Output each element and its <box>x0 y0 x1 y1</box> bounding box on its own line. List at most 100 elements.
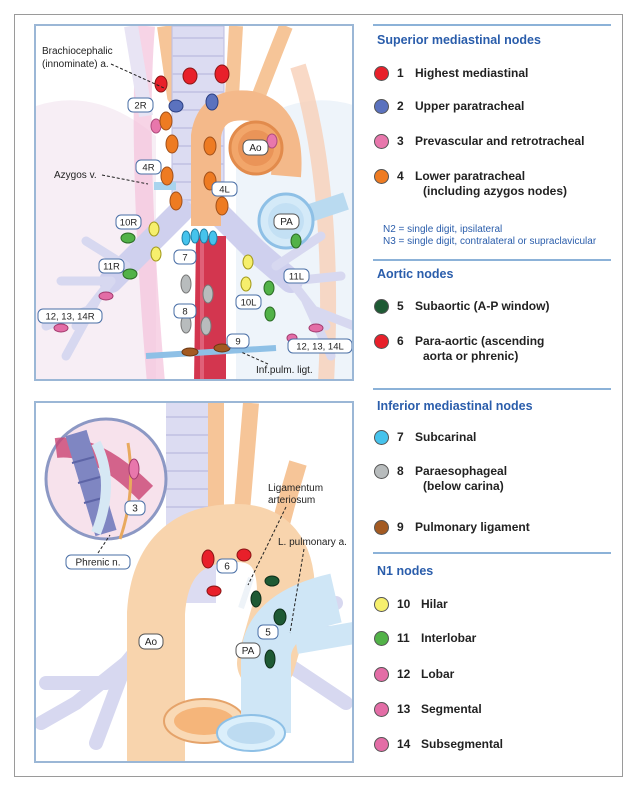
station-label-12-14r: 12, 13, 14R <box>45 312 94 323</box>
legend-label-line2: aorta or phrenic) <box>423 349 519 363</box>
station-label-3: 3 <box>132 504 138 515</box>
node-4-e <box>203 136 217 156</box>
node-4-d <box>169 191 183 211</box>
divider <box>373 388 611 390</box>
node-7-c <box>199 228 209 244</box>
leader-lines <box>101 63 269 365</box>
node-1-left <box>214 64 230 84</box>
legend-num: 8 <box>397 464 404 478</box>
node-11l-c <box>264 306 276 322</box>
legend-swatch <box>374 667 389 682</box>
node-12l <box>308 323 324 333</box>
mediastinal-anatomy-illustration: 2R 4R 4L 10R 10L 11R 11L 7 8 9 12, 13, 1… <box>36 26 352 379</box>
legend-num: 1 <box>397 66 404 80</box>
legend-num: 10 <box>397 597 411 611</box>
station-label-2r: 2R <box>134 101 146 112</box>
node-10l-b <box>240 276 252 292</box>
station-label-12-14l: 12, 13, 14L <box>296 342 344 353</box>
n2-note: N2 = single digit, ipsilateral <box>383 224 503 235</box>
aorta-label: Ao <box>145 637 158 648</box>
node-5-a <box>264 575 280 587</box>
node-3-prevascular <box>128 458 140 480</box>
station-label-10r: 10R <box>120 218 138 229</box>
station-label-11l: 11L <box>289 272 304 283</box>
legend-label: Prevascular and retrotracheal <box>415 134 585 148</box>
legend-num: 3 <box>397 134 404 148</box>
node-2l <box>205 93 219 111</box>
node-4-g <box>215 196 229 216</box>
divider <box>373 552 611 554</box>
legend-swatch <box>374 737 389 752</box>
station-label-11r: 11R <box>103 262 120 273</box>
node-11r-a <box>120 232 136 244</box>
left-main-bronchus <box>204 199 303 293</box>
node-4-c <box>160 166 174 186</box>
legend-label: Hilar <box>421 597 448 611</box>
legend-label: Interlobar <box>421 631 477 645</box>
node-7-a <box>181 230 191 246</box>
leader-lines <box>97 506 305 634</box>
aortic-section-title: Aortic nodes <box>377 267 454 281</box>
legend-swatch <box>374 464 389 479</box>
node-8-a <box>180 274 192 294</box>
legend-label: Paraesophageal <box>415 464 508 478</box>
station-1-nodes <box>154 64 230 93</box>
n3-note: N3 = single digit, contralateral or supr… <box>383 236 597 247</box>
node-11l-a <box>290 233 302 249</box>
station-10-nodes <box>148 221 254 292</box>
station-label-9: 9 <box>235 337 240 348</box>
pa-label: PA <box>242 646 255 657</box>
node-5-c <box>273 608 287 626</box>
node-5-b <box>250 590 262 608</box>
node-10r-a <box>148 221 160 237</box>
aortic-arch <box>191 90 302 226</box>
node-1-right <box>154 75 168 93</box>
node-11r-b <box>122 268 138 280</box>
node-12r <box>98 291 114 301</box>
legend-swatch <box>374 299 389 314</box>
node-4-b <box>165 134 179 154</box>
station-5-nodes <box>250 575 287 669</box>
station-label-10l: 10L <box>241 298 257 309</box>
node-6-c <box>206 585 222 597</box>
legend-label: Subcarinal <box>415 430 477 444</box>
n1-section-title: N1 nodes <box>377 564 434 578</box>
legend-swatch <box>374 597 389 612</box>
aortic-anatomy-illustration: 3 6 5 Ao PA Phrenic n. Ligamentum arteri… <box>36 403 352 761</box>
legend-num: 13 <box>397 702 411 716</box>
node-3a <box>266 133 278 149</box>
station-3-node <box>128 458 140 480</box>
inferior-pulmonary-vein <box>145 345 277 359</box>
brachiocephalic-label-line1: Brachiocephalic <box>42 46 113 57</box>
station-4-nodes <box>159 111 229 216</box>
station-2-nodes <box>168 93 219 113</box>
aorta-label: Ao <box>249 143 262 154</box>
node-10r-b <box>150 246 162 262</box>
legend-swatch <box>374 99 389 114</box>
superior-section-title: Superior mediastinal nodes <box>377 33 541 47</box>
ligamentum-label-line1: Ligamentum <box>268 483 323 494</box>
azygos-label: Azygos v. <box>54 170 97 181</box>
station-label-7: 7 <box>182 253 187 264</box>
legend-label: Para-aortic (ascending <box>415 334 545 348</box>
legend-num: 6 <box>397 334 404 348</box>
node-8-b <box>202 284 214 304</box>
station-6-nodes <box>201 548 252 597</box>
pa-label: PA <box>280 217 293 228</box>
legend-label: Subaortic (A-P window) <box>415 299 550 313</box>
node-11l-b <box>263 280 275 296</box>
aortic-arch <box>127 503 316 761</box>
brachiocephalic-label-line2: (innominate) a. <box>42 59 109 70</box>
legend-label: Highest mediastinal <box>415 66 529 80</box>
legend-num: 12 <box>397 667 411 681</box>
ligamentum-arteriosum <box>238 577 254 609</box>
node-8-d <box>200 316 212 336</box>
legend-swatch <box>374 430 389 445</box>
legend-swatch <box>374 520 389 535</box>
legend-num: 5 <box>397 299 404 313</box>
l-pulmonary-a-label: L. pulmonary a. <box>278 537 347 548</box>
station-label-5: 5 <box>265 628 271 639</box>
esophagus <box>194 236 226 379</box>
station-label-8: 8 <box>182 307 187 318</box>
mediastinal-anatomy-panel: 2R 4R 4L 10R 10L 11R 11L 7 8 9 12, 13, 1… <box>34 24 354 381</box>
